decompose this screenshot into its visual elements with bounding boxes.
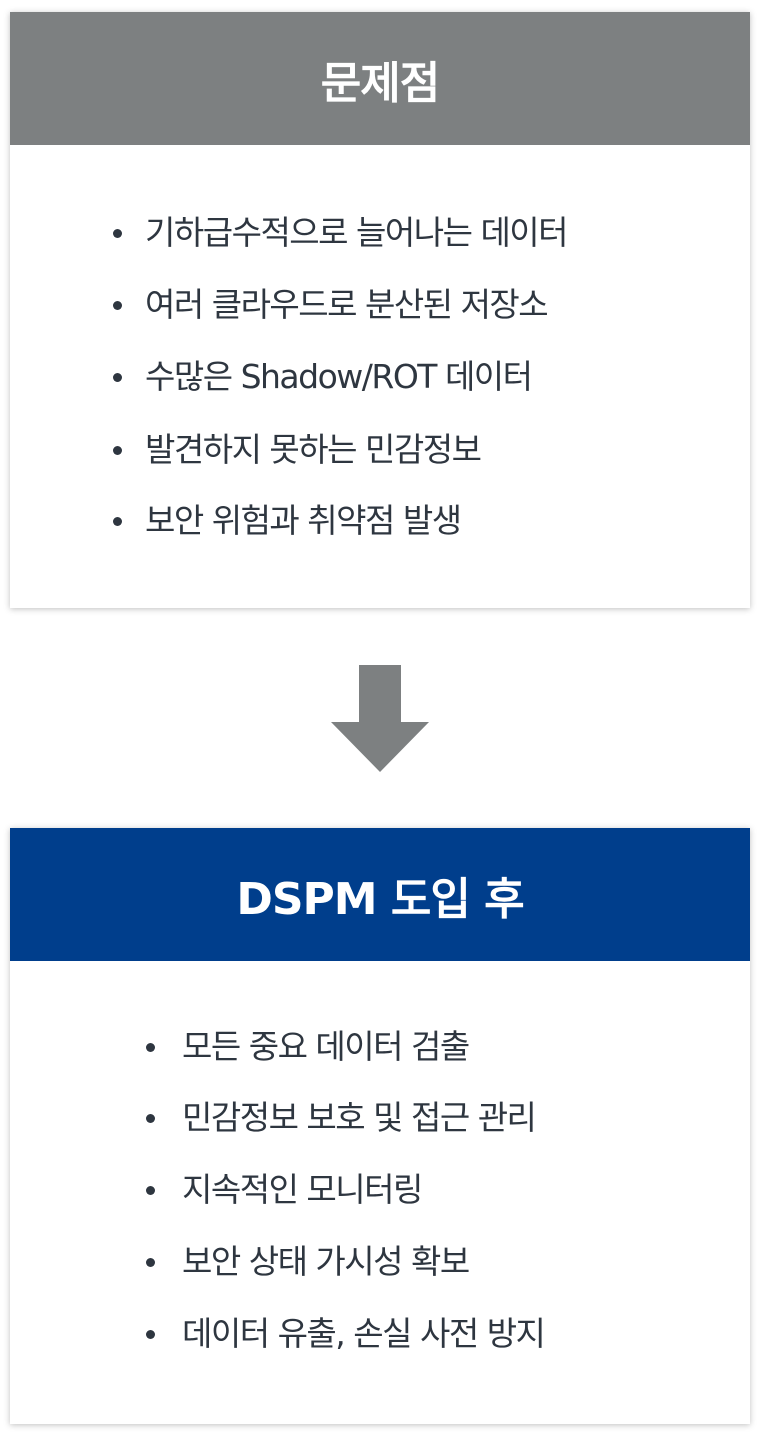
bullet-icon	[113, 373, 122, 382]
bullet-icon	[146, 1043, 155, 1052]
solution-box: DSPM 도입 후 모든 중요 데이터 검출 민감정보 보호 및 접근 관리 지…	[10, 828, 750, 1424]
list-item: 여러 클라우드로 분산된 저장소	[145, 285, 549, 324]
bullet-icon	[146, 1186, 155, 1195]
solution-title: DSPM 도입 후	[236, 873, 524, 925]
problem-list: 기하급수적으로 늘어나는 데이터 여러 클라우드로 분산된 저장소 수많은 Sh…	[10, 145, 750, 608]
problem-header: 문제점	[10, 12, 750, 145]
list-item: 보안 위험과 취약점 발생	[145, 501, 462, 540]
bullet-icon	[146, 1258, 155, 1267]
solution-header: DSPM 도입 후	[10, 828, 750, 961]
list-item: 수많은 Shadow/ROT 데이터	[145, 357, 533, 396]
bullet-icon	[113, 517, 122, 526]
bullet-icon	[113, 446, 122, 455]
list-item: 지속적인 모니터링	[182, 1170, 423, 1209]
arrow-down-icon	[331, 665, 429, 772]
bullet-icon	[146, 1330, 155, 1339]
bullet-icon	[113, 301, 122, 310]
bullet-icon	[146, 1114, 155, 1123]
list-item: 데이터 유출, 손실 사전 방지	[182, 1314, 546, 1353]
list-item: 보안 상태 가시성 확보	[182, 1242, 470, 1281]
problem-title: 문제점	[320, 57, 440, 109]
problem-box: 문제점 기하급수적으로 늘어나는 데이터 여러 클라우드로 분산된 저장소 수많…	[10, 12, 750, 608]
list-item: 민감정보 보호 및 접근 관리	[182, 1098, 537, 1137]
list-item: 발견하지 못하는 민감정보	[145, 430, 482, 469]
solution-list: 모든 중요 데이터 검출 민감정보 보호 및 접근 관리 지속적인 모니터링 보…	[10, 961, 750, 1424]
list-item: 모든 중요 데이터 검출	[182, 1027, 470, 1066]
bullet-icon	[113, 229, 122, 238]
list-item: 기하급수적으로 늘어나는 데이터	[145, 213, 569, 252]
